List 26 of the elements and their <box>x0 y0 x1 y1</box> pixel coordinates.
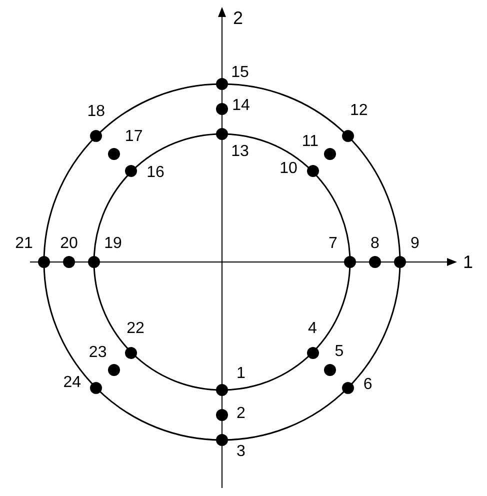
callout-number: 23 <box>88 345 107 362</box>
callout-number: 20 <box>60 236 78 252</box>
axis-label: 1 <box>463 254 473 270</box>
callout-number: 6 <box>363 376 372 393</box>
callout-number: 17 <box>124 128 143 145</box>
callout-number: 1 <box>236 366 246 382</box>
callout-number: 5 <box>334 344 344 360</box>
callout-number: 11 <box>302 134 318 150</box>
callout-number: 2 <box>236 406 246 422</box>
callout-number: 22 <box>126 320 144 336</box>
callout-number: 15 <box>231 65 249 81</box>
callout-number: 3 <box>236 444 246 460</box>
callout-number: 10 <box>280 161 298 178</box>
callout-number: 12 <box>350 103 368 120</box>
callout-number: 21 <box>15 236 33 252</box>
callout-number: 14 <box>232 98 250 114</box>
callout-number: 8 <box>370 236 380 252</box>
callout-number: 13 <box>231 144 249 160</box>
axis-label: 2 <box>233 10 243 26</box>
callout-number: 4 <box>308 320 317 336</box>
callout-number: 16 <box>146 165 164 182</box>
callout-number: 18 <box>87 104 106 120</box>
callout-number: 9 <box>410 236 420 252</box>
callout-number: 19 <box>104 236 122 252</box>
callout-number: 7 <box>328 236 338 252</box>
callout-number: 24 <box>63 374 82 391</box>
